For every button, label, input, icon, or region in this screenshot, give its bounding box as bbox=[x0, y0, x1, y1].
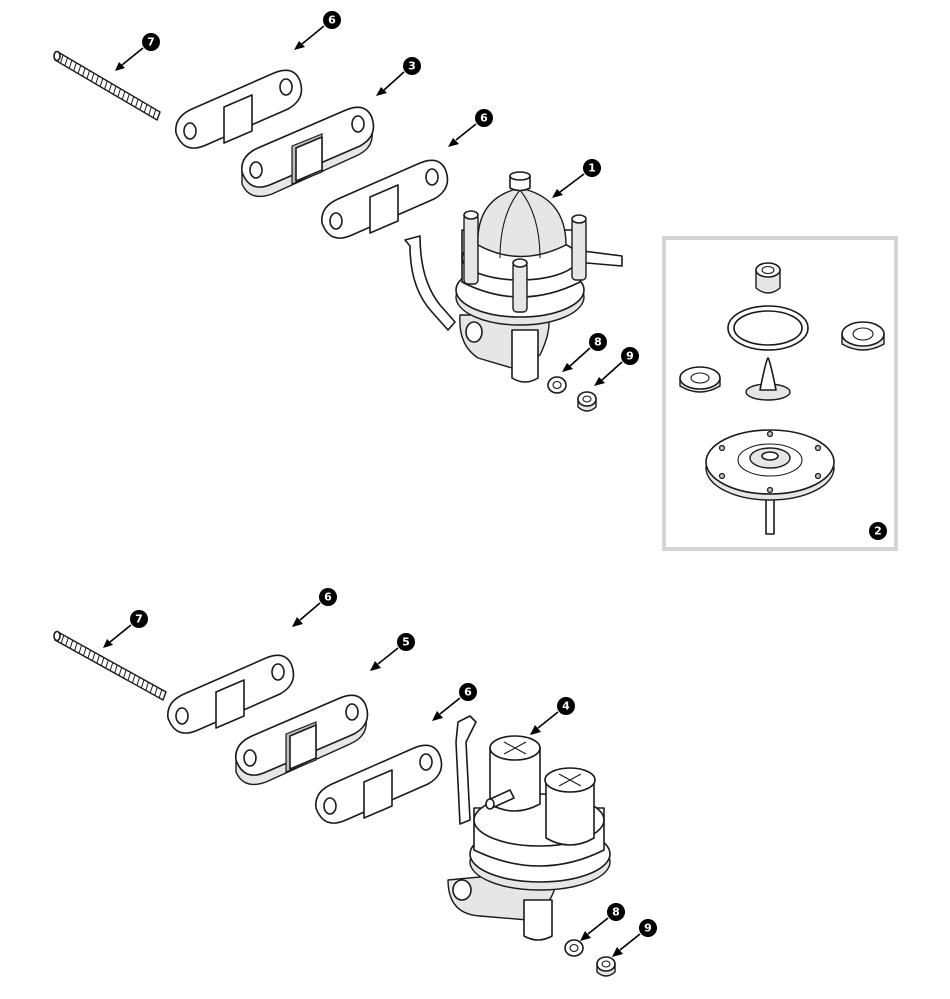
svg-text:2: 2 bbox=[874, 525, 882, 538]
callout-spacer-bottom: 5 bbox=[370, 633, 415, 671]
svg-text:6: 6 bbox=[464, 686, 472, 699]
repair-kit-inset bbox=[662, 236, 898, 551]
svg-text:8: 8 bbox=[612, 906, 620, 919]
callout-washer-top: 8 bbox=[562, 333, 607, 372]
nut-bottom bbox=[596, 956, 616, 977]
diaphragm bbox=[705, 429, 835, 535]
gasket-inner-bottom bbox=[314, 744, 443, 824]
callout-repair-kit: 2 bbox=[869, 522, 887, 540]
callouts-top: 7 6 3 6 1 8 bbox=[115, 11, 639, 386]
svg-text:9: 9 bbox=[626, 350, 634, 363]
svg-text:3: 3 bbox=[408, 60, 416, 73]
washer-bottom bbox=[564, 939, 584, 957]
callout-fuel-pump-bottom: 4 bbox=[530, 697, 575, 735]
nut-top bbox=[577, 391, 597, 412]
bottom-assembly bbox=[53, 630, 616, 977]
callouts-bottom: 7 6 5 6 4 8 bbox=[103, 588, 657, 957]
stud-top bbox=[53, 50, 161, 122]
callout-gasket-outer-top: 6 bbox=[294, 11, 341, 50]
callout-spacer-top: 3 bbox=[376, 57, 421, 96]
svg-text:6: 6 bbox=[328, 14, 336, 27]
svg-text:7: 7 bbox=[135, 613, 143, 626]
callout-nut-top: 9 bbox=[594, 347, 639, 386]
callouts-inset: 2 bbox=[869, 522, 887, 540]
callout-stud-top: 7 bbox=[115, 33, 160, 71]
svg-text:8: 8 bbox=[594, 336, 602, 349]
svg-text:1: 1 bbox=[588, 162, 596, 175]
washer-top bbox=[547, 376, 567, 394]
valve-left bbox=[679, 366, 721, 393]
svg-text:9: 9 bbox=[644, 922, 652, 935]
gasket-inner-top bbox=[320, 159, 449, 239]
callout-gasket-inner-top: 6 bbox=[448, 109, 493, 147]
valve-cap bbox=[755, 262, 781, 294]
callout-stud-bottom: 7 bbox=[103, 610, 148, 648]
callout-nut-bottom: 9 bbox=[612, 919, 657, 957]
o-ring bbox=[727, 305, 809, 351]
callout-fuel-pump-top: 1 bbox=[552, 159, 601, 198]
fuel-pump-bottom bbox=[447, 715, 611, 941]
svg-text:7: 7 bbox=[147, 36, 155, 49]
callout-gasket-inner-bottom: 6 bbox=[432, 683, 477, 721]
callout-washer-bottom: 8 bbox=[580, 903, 625, 941]
callout-gasket-outer-bottom: 6 bbox=[292, 588, 337, 627]
fuel-pump-top bbox=[404, 171, 623, 383]
valve-right bbox=[841, 321, 885, 351]
spacer-bottom bbox=[235, 694, 369, 786]
svg-text:6: 6 bbox=[480, 112, 488, 125]
gasket-outer-bottom bbox=[167, 654, 295, 734]
top-assembly bbox=[53, 50, 623, 412]
gasket-outer-top bbox=[175, 69, 303, 149]
stud-bottom bbox=[53, 630, 167, 702]
svg-text:6: 6 bbox=[324, 591, 332, 604]
svg-text:4: 4 bbox=[562, 700, 570, 713]
cone-spring bbox=[745, 357, 791, 401]
svg-text:5: 5 bbox=[402, 636, 410, 649]
